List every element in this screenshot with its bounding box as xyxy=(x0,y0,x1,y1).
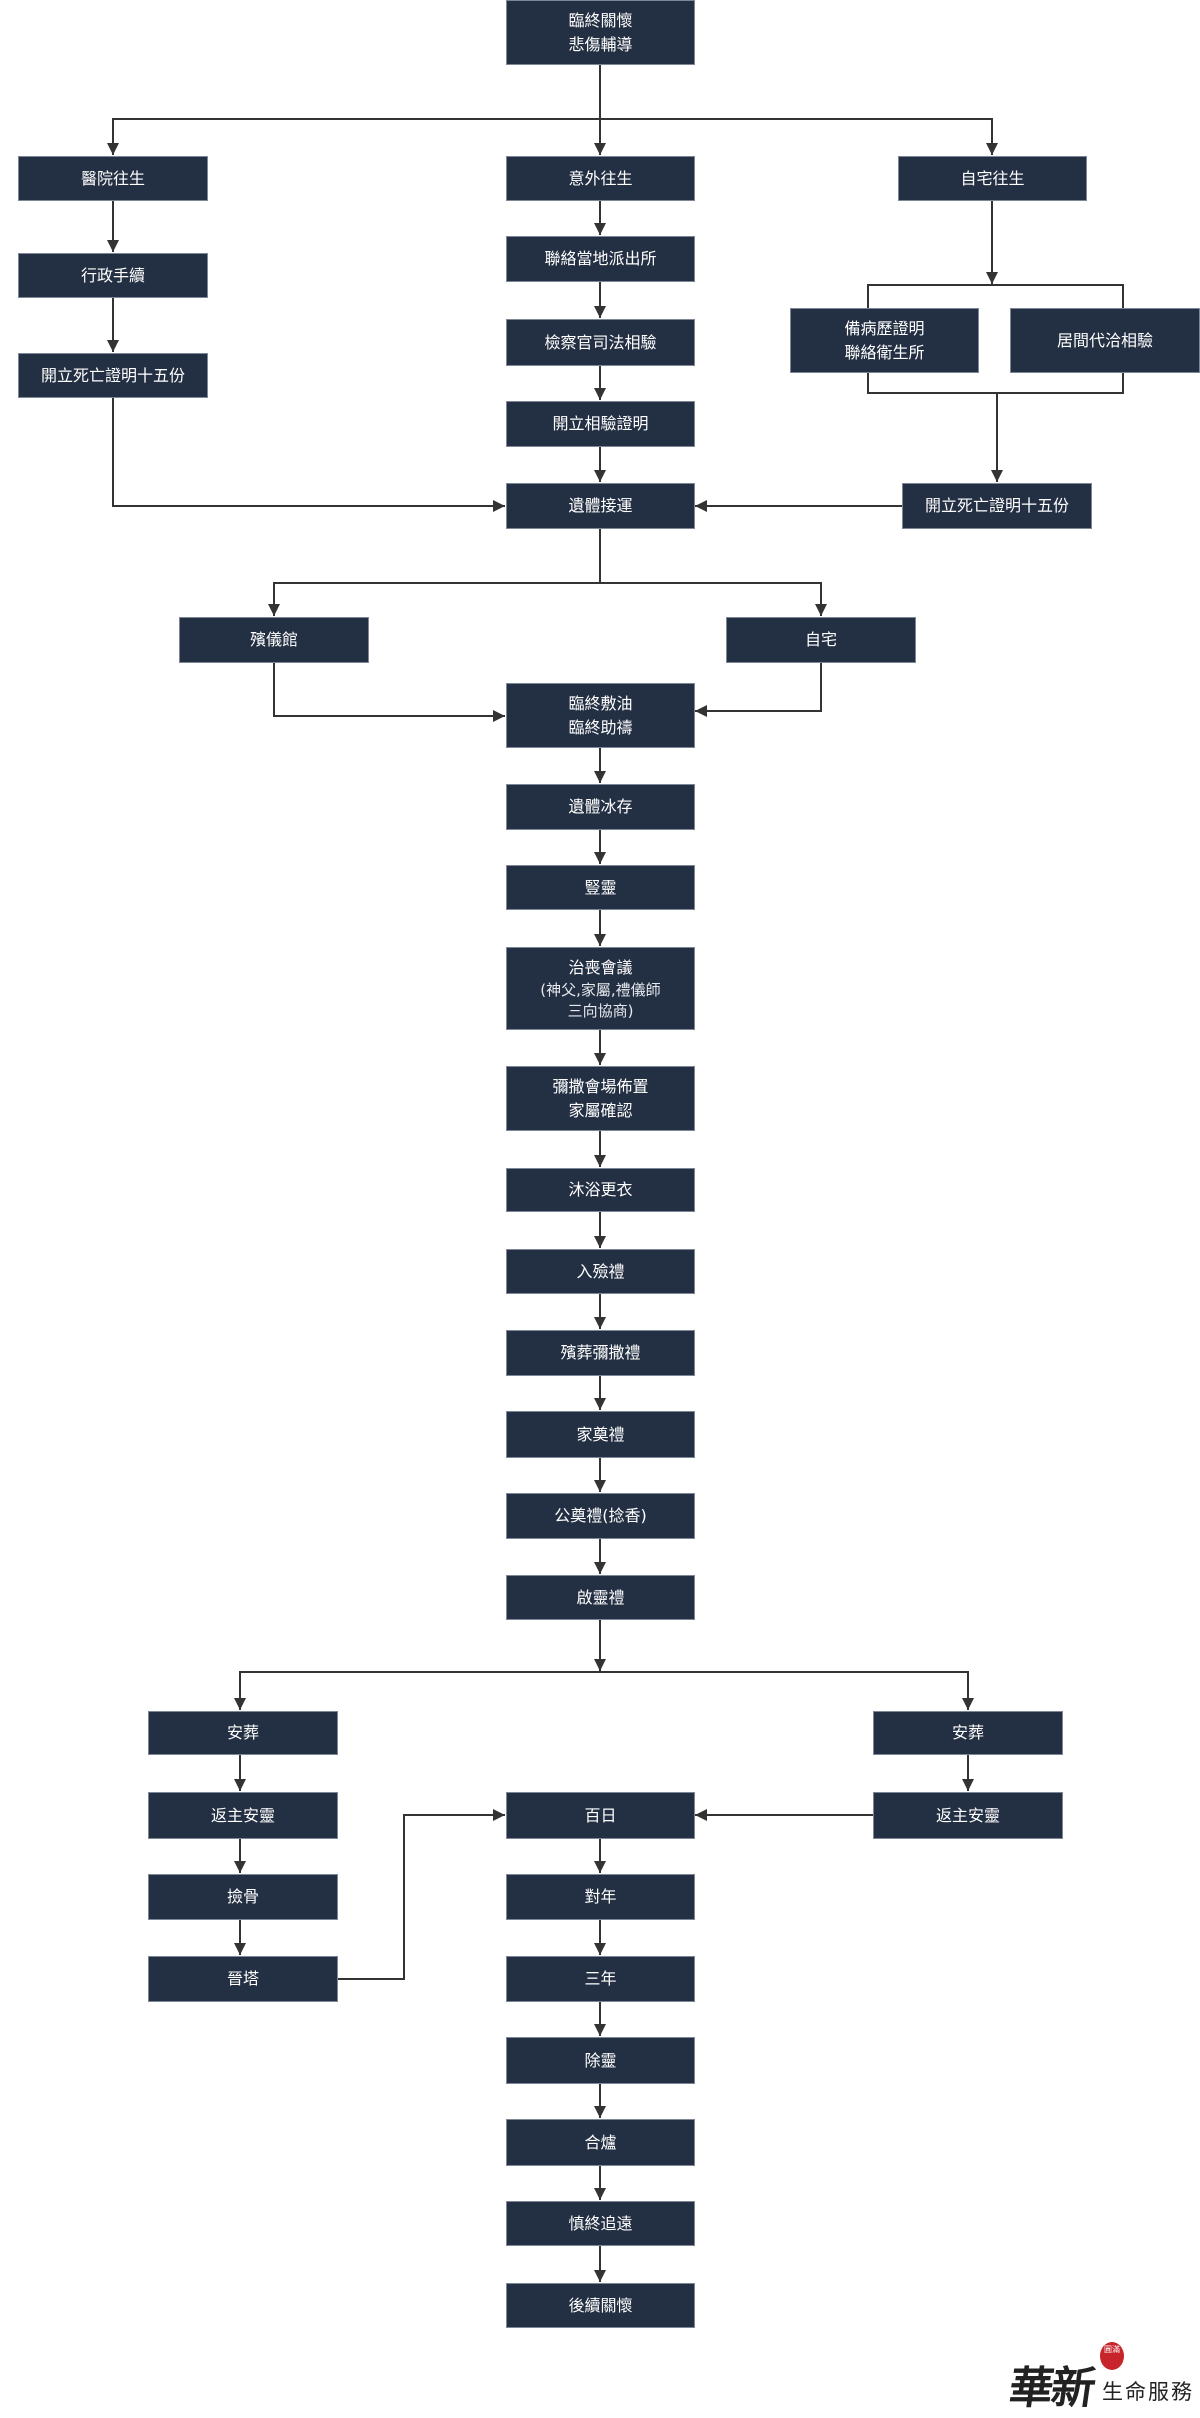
node-hundred-days: 百日 xyxy=(506,1792,695,1839)
node-medical-records: 備病歷證明聯絡衛生所 xyxy=(790,308,979,373)
node-label: 自宅往生 xyxy=(960,168,1025,188)
node-remembrance: 慎終追遠 xyxy=(506,2201,695,2246)
node-set-altar: 豎靈 xyxy=(506,865,695,910)
node-label: 入殮禮 xyxy=(576,1261,625,1281)
node-label: 聯絡衛生所 xyxy=(844,342,925,362)
node-follow-up-care: 後續關懷 xyxy=(506,2283,695,2328)
node-label: 後續關懷 xyxy=(568,2295,633,2315)
logo-seal: 圓滿 xyxy=(1100,2342,1124,2370)
node-columbarium: 晉塔 xyxy=(148,1956,338,2002)
node-mass-setup: 彌撒會場佈置家屬確認 xyxy=(506,1066,695,1131)
node-third-year: 三年 xyxy=(506,1956,695,2002)
node-label: 撿骨 xyxy=(226,1887,259,1906)
node-label: 臨終敷油 xyxy=(568,693,633,713)
node-label: 行政手續 xyxy=(80,265,145,285)
node-label: 對年 xyxy=(584,1887,617,1906)
node-label: 慎終追遠 xyxy=(568,2213,633,2233)
node-label: 悲傷輔導 xyxy=(568,34,633,54)
node-label: 殯儀館 xyxy=(249,630,298,649)
node-label: 備病歷證明 xyxy=(844,318,925,338)
node-label: 安葬 xyxy=(226,1723,259,1742)
node-home: 自宅 xyxy=(726,617,916,663)
node-burial-right: 安葬 xyxy=(873,1711,1063,1755)
node-end-of-life-care: 臨終關懷悲傷輔導 xyxy=(506,0,695,65)
node-label: 臨終關懷 xyxy=(568,10,633,30)
node-label: 合爐 xyxy=(584,2132,617,2152)
node-label: 彌撒會場佈置 xyxy=(552,1076,649,1096)
node-family-rite: 家奠禮 xyxy=(506,1411,695,1458)
node-label: 豎靈 xyxy=(584,877,617,897)
node-label: 遺體冰存 xyxy=(568,797,633,816)
node-label: 聯絡當地派出所 xyxy=(544,249,657,268)
node-label: 啟靈禮 xyxy=(576,1587,625,1607)
node-departure-rite: 啟靈禮 xyxy=(506,1575,695,1620)
node-accidental-death: 意外往生 xyxy=(506,156,695,201)
node-sublabel: 三向協商) xyxy=(567,1001,634,1020)
node-first-year: 對年 xyxy=(506,1874,695,1920)
node-label: 三年 xyxy=(584,1969,617,1988)
node-label: 晉塔 xyxy=(226,1969,259,1988)
company-logo: 華新 圓滿 生命服務 xyxy=(1006,2340,1200,2418)
node-public-rite: 公奠禮(捻香) xyxy=(506,1493,695,1539)
node-label: 家屬確認 xyxy=(568,1100,633,1120)
node-body-transport: 遺體接運 xyxy=(506,483,695,529)
node-hospital-death: 醫院往生 xyxy=(18,156,208,201)
node-bathe-dress: 沐浴更衣 xyxy=(506,1168,695,1212)
node-death-cert-left: 開立死亡證明十五份 xyxy=(18,353,208,398)
node-admin-procedures: 行政手續 xyxy=(18,253,208,298)
node-label: 沐浴更衣 xyxy=(568,1180,633,1199)
node-funeral-mass: 殯葬彌撒禮 xyxy=(506,1330,695,1376)
node-label: 家奠禮 xyxy=(576,1424,625,1444)
node-label: 檢察官司法相驗 xyxy=(544,332,657,352)
node-label: 自宅 xyxy=(804,630,837,649)
node-bone-collection: 撿骨 xyxy=(148,1874,338,1920)
node-exam-cert: 開立相驗證明 xyxy=(506,401,695,447)
node-label: 殯葬彌撒禮 xyxy=(560,1343,641,1362)
node-return-right: 返主安靈 xyxy=(873,1792,1063,1839)
node-label: 臨終助禱 xyxy=(568,717,633,737)
node-refrigeration: 遺體冰存 xyxy=(506,784,695,830)
node-encoffining: 入殮禮 xyxy=(506,1249,695,1294)
node-contact-police: 聯絡當地派出所 xyxy=(506,236,695,282)
node-label: 開立相驗證明 xyxy=(552,414,649,433)
node-label: 意外往生 xyxy=(568,168,633,188)
node-label: 安葬 xyxy=(951,1723,984,1742)
node-prosecutor-exam: 檢察官司法相驗 xyxy=(506,319,695,366)
node-home-death: 自宅往生 xyxy=(898,156,1087,201)
node-label: 返主安靈 xyxy=(935,1805,1000,1825)
node-label: 開立死亡證明十五份 xyxy=(40,365,185,385)
node-return-left: 返主安靈 xyxy=(148,1792,338,1839)
node-label: 遺體接運 xyxy=(568,496,633,515)
node-label: 公奠禮(捻香) xyxy=(554,1506,647,1525)
node-label: 治喪會議 xyxy=(568,957,633,977)
logo-brand: 華新 xyxy=(1005,2363,1097,2414)
node-sublabel: (神父,家屬,禮儀師 xyxy=(540,980,661,999)
node-remove-altar: 除靈 xyxy=(506,2037,695,2084)
node-death-cert-right: 開立死亡證明十五份 xyxy=(902,483,1092,529)
node-label: 返主安靈 xyxy=(210,1805,275,1825)
node-label: 醫院往生 xyxy=(80,168,145,188)
node-merge-censer: 合爐 xyxy=(506,2119,695,2166)
node-burial-left: 安葬 xyxy=(148,1711,338,1755)
node-funeral-home: 殯儀館 xyxy=(179,617,369,663)
node-funeral-meeting: 治喪會議 (神父,家屬,禮儀師三向協商) xyxy=(506,947,695,1030)
logo-tagline: 生命服務 xyxy=(1102,2380,1194,2404)
node-arrange-exam: 居間代洽相驗 xyxy=(1010,308,1200,373)
node-label: 居間代洽相驗 xyxy=(1056,330,1153,350)
node-anointing: 臨終敷油臨終助禱 xyxy=(506,683,695,748)
node-label: 開立死亡證明十五份 xyxy=(924,496,1069,515)
node-label: 除靈 xyxy=(584,2050,617,2070)
node-label: 百日 xyxy=(584,1805,617,1825)
